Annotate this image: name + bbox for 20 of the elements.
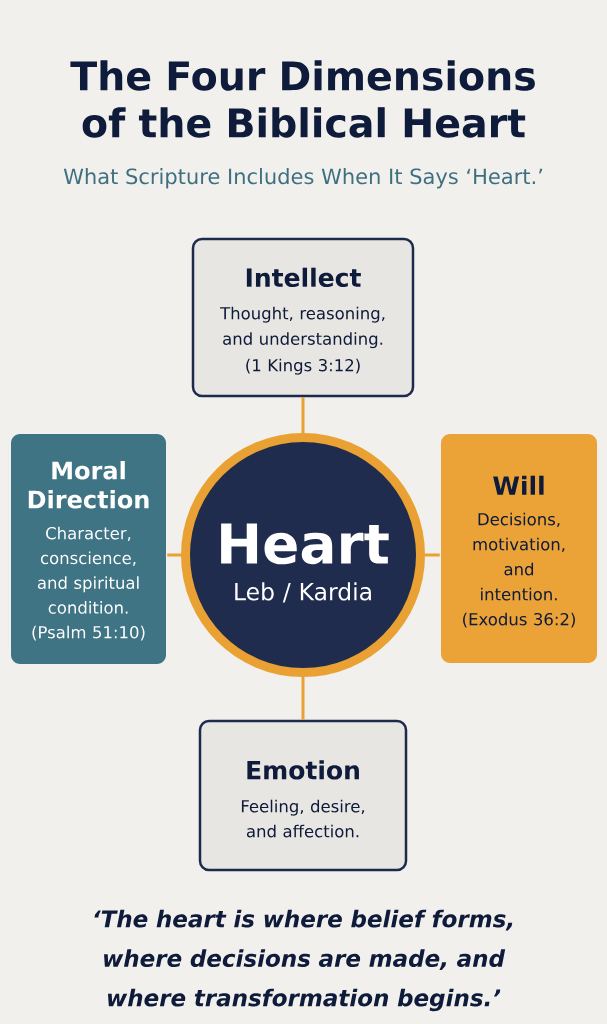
box-text: Character, conscience, and spiritual condition. — [37, 526, 139, 614]
box-text: Thought, reasoning, and understanding. — [220, 306, 385, 349]
connector-line — [301, 397, 305, 433]
verse-reference: (Exodus 36:2) — [463, 612, 575, 628]
connector-line — [425, 553, 440, 557]
box-heading: Will — [493, 475, 544, 495]
title: The Four Dimensions of the Biblical Heart — [70, 60, 535, 138]
verse-reference: (Psalm 51:10) — [32, 625, 145, 641]
box-heading: Emotion — [247, 760, 359, 780]
box-heading: Intellect — [246, 267, 361, 288]
connector-line — [167, 553, 181, 557]
circle-title: Heart — [221, 523, 389, 565]
box-text: Decisions, motivation, and intention. — [473, 512, 565, 601]
box-text: Feeling, desire, and affection. — [241, 799, 365, 838]
verse-reference: (1 Kings 3:12) — [246, 358, 360, 375]
subtitle: What Scripture Includes When It Says ‘Heart.’ — [63, 168, 543, 189]
circle-subtitle: Leb / Kardia — [235, 582, 371, 603]
connector-line — [301, 677, 305, 720]
box-heading: Moral Direction — [28, 460, 149, 509]
quote: ‘The heart is where belief forms, where decisions are made, and where transformation begins.’ — [94, 909, 513, 1012]
